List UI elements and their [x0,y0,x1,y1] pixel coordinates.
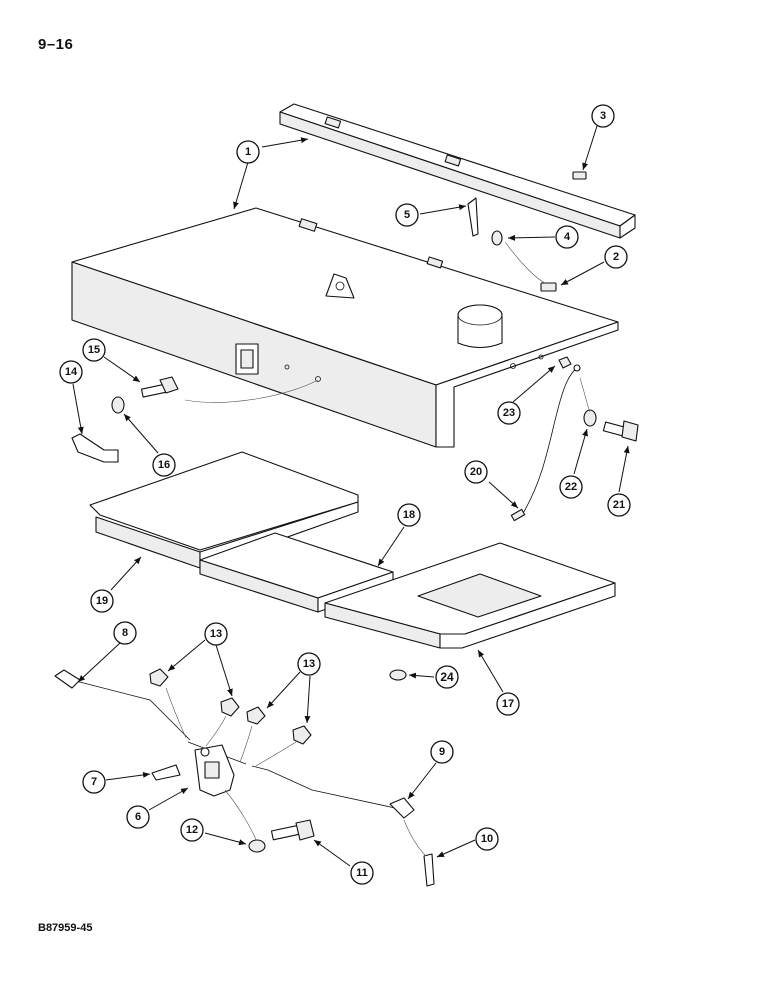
callout-12-label: 12 [186,824,198,836]
callout-10-label: 10 [481,833,493,845]
ground-wire-part-20 [510,364,581,522]
callout-3-label: 3 [600,110,606,122]
callout-11-label: 11 [356,867,368,879]
callout-11: 11 [350,861,374,885]
callout-9-label: 9 [439,746,445,758]
callout-6-label: 6 [135,811,141,823]
callout-13a-label: 13 [210,628,222,640]
callout-16-label: 16 [158,459,170,471]
clip-part-3 [572,171,587,180]
bolt-part-11 [270,819,315,841]
callout-21: 21 [607,493,631,517]
callout-17: 17 [496,692,520,716]
nut-part-23 [558,356,572,369]
callout-21-label: 21 [613,499,625,511]
top-rail-part [279,103,636,239]
callout-10: 10 [475,827,499,851]
callout-4: 4 [555,225,579,249]
callout-24-label: 24 [440,670,454,684]
callout-20-label: 20 [470,466,482,478]
washer-part-22 [583,409,597,427]
washer-part-16 [111,396,125,414]
callout-23-label: 23 [503,407,515,419]
callout-13b: 13 [297,652,321,676]
callout-18-label: 18 [403,509,415,521]
callout-6: 6 [126,805,150,829]
page-number: 9–16 [38,36,74,53]
washer-part-12 [248,839,266,853]
callout-7-label: 7 [91,776,97,788]
callout-8-label: 8 [122,627,128,639]
callout-19-label: 19 [96,595,108,607]
callout-9: 9 [430,740,454,764]
callout-2-label: 2 [613,251,619,263]
callout-18: 18 [397,503,421,527]
callout-14: 14 [59,360,83,384]
latch-linkage [54,669,415,819]
nut-part-13c [246,706,266,725]
washer-part-4 [491,230,503,246]
callout-8: 8 [113,621,137,645]
callout-12: 12 [180,818,204,842]
callout-16: 16 [152,453,176,477]
callout-1: 1 [236,140,260,164]
nut-part-13d [292,725,312,745]
callout-22: 22 [559,475,583,499]
callout-17-label: 17 [502,698,514,710]
handle-part-14 [71,433,119,463]
callout-3: 3 [591,104,615,128]
callout-13a: 13 [204,622,228,646]
callout-15-label: 15 [88,344,100,356]
clip-part-24 [389,669,407,681]
callout-7: 7 [82,770,106,794]
bolt-part-15 [140,376,179,398]
callout-5: 5 [395,203,419,227]
nut-part-13a [149,668,169,687]
main-panel-part [71,207,619,448]
callout-15: 15 [82,338,106,362]
bolt-part-21 [602,420,639,442]
drawing-code: B87959-45 [38,922,93,934]
callout-20: 20 [464,460,488,484]
callout-4-label: 4 [564,231,571,243]
cotter-pin-part-5 [467,197,479,237]
callout-13b-label: 13 [303,658,315,670]
callout-5-label: 5 [404,209,410,221]
callout-14-label: 14 [65,366,78,378]
nut-part-13b [220,697,240,717]
clip-part-2 [540,282,557,292]
callout-19: 19 [90,589,114,613]
callout-22-label: 22 [565,481,577,493]
callout-24: 24 [435,665,459,689]
pin-part-10 [423,853,435,887]
bolt-part-7 [151,764,181,781]
pad-part-17 [324,542,616,649]
callout-1-label: 1 [245,146,251,158]
callout-2: 2 [604,245,628,269]
callout-23: 23 [497,401,521,425]
